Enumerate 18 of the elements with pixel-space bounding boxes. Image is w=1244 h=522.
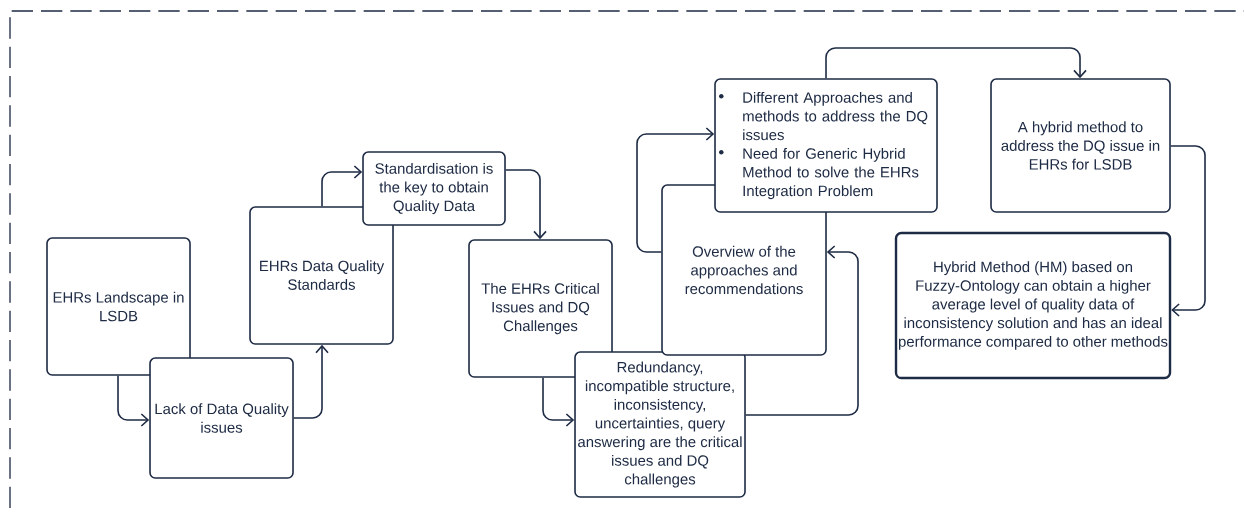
arrow xyxy=(117,375,150,427)
arrow xyxy=(636,127,715,253)
arrow xyxy=(825,47,1087,79)
process-box: EHRs Landscape in LSDB xyxy=(46,237,191,376)
arrow xyxy=(321,165,363,207)
process-box: Different Approaches and methods to address the DQ issues Need for Generic Hybrid Method to solve the EHRs Integration Problem xyxy=(714,78,938,213)
process-box: The EHRs Critical Issues and DQ Challenges xyxy=(468,239,613,378)
process-box: Hybrid Method (HM) based on Fuzzy-Ontology can obtain a higher average level of quality data of inconsistency solution and has an ideal performance compared to other methods xyxy=(894,231,1172,380)
process-box: Lack of Data Quality issues xyxy=(149,357,294,479)
arrow xyxy=(293,344,329,419)
process-box: Redundancy, incompatible structure, inconsistency, uncertainties, query answering are the critical issues and DQ challenges xyxy=(574,351,746,498)
arrow xyxy=(505,169,547,240)
process-box: Standardisation is the key to obtain Quality Data xyxy=(362,151,506,226)
arrow xyxy=(745,245,859,416)
process-box: A hybrid method to address the DQ issue in EHRs for LSDB xyxy=(990,78,1171,213)
process-box: EHRs Data Quality Standards xyxy=(249,206,394,345)
arrow xyxy=(542,377,575,427)
arrow xyxy=(1170,145,1206,317)
